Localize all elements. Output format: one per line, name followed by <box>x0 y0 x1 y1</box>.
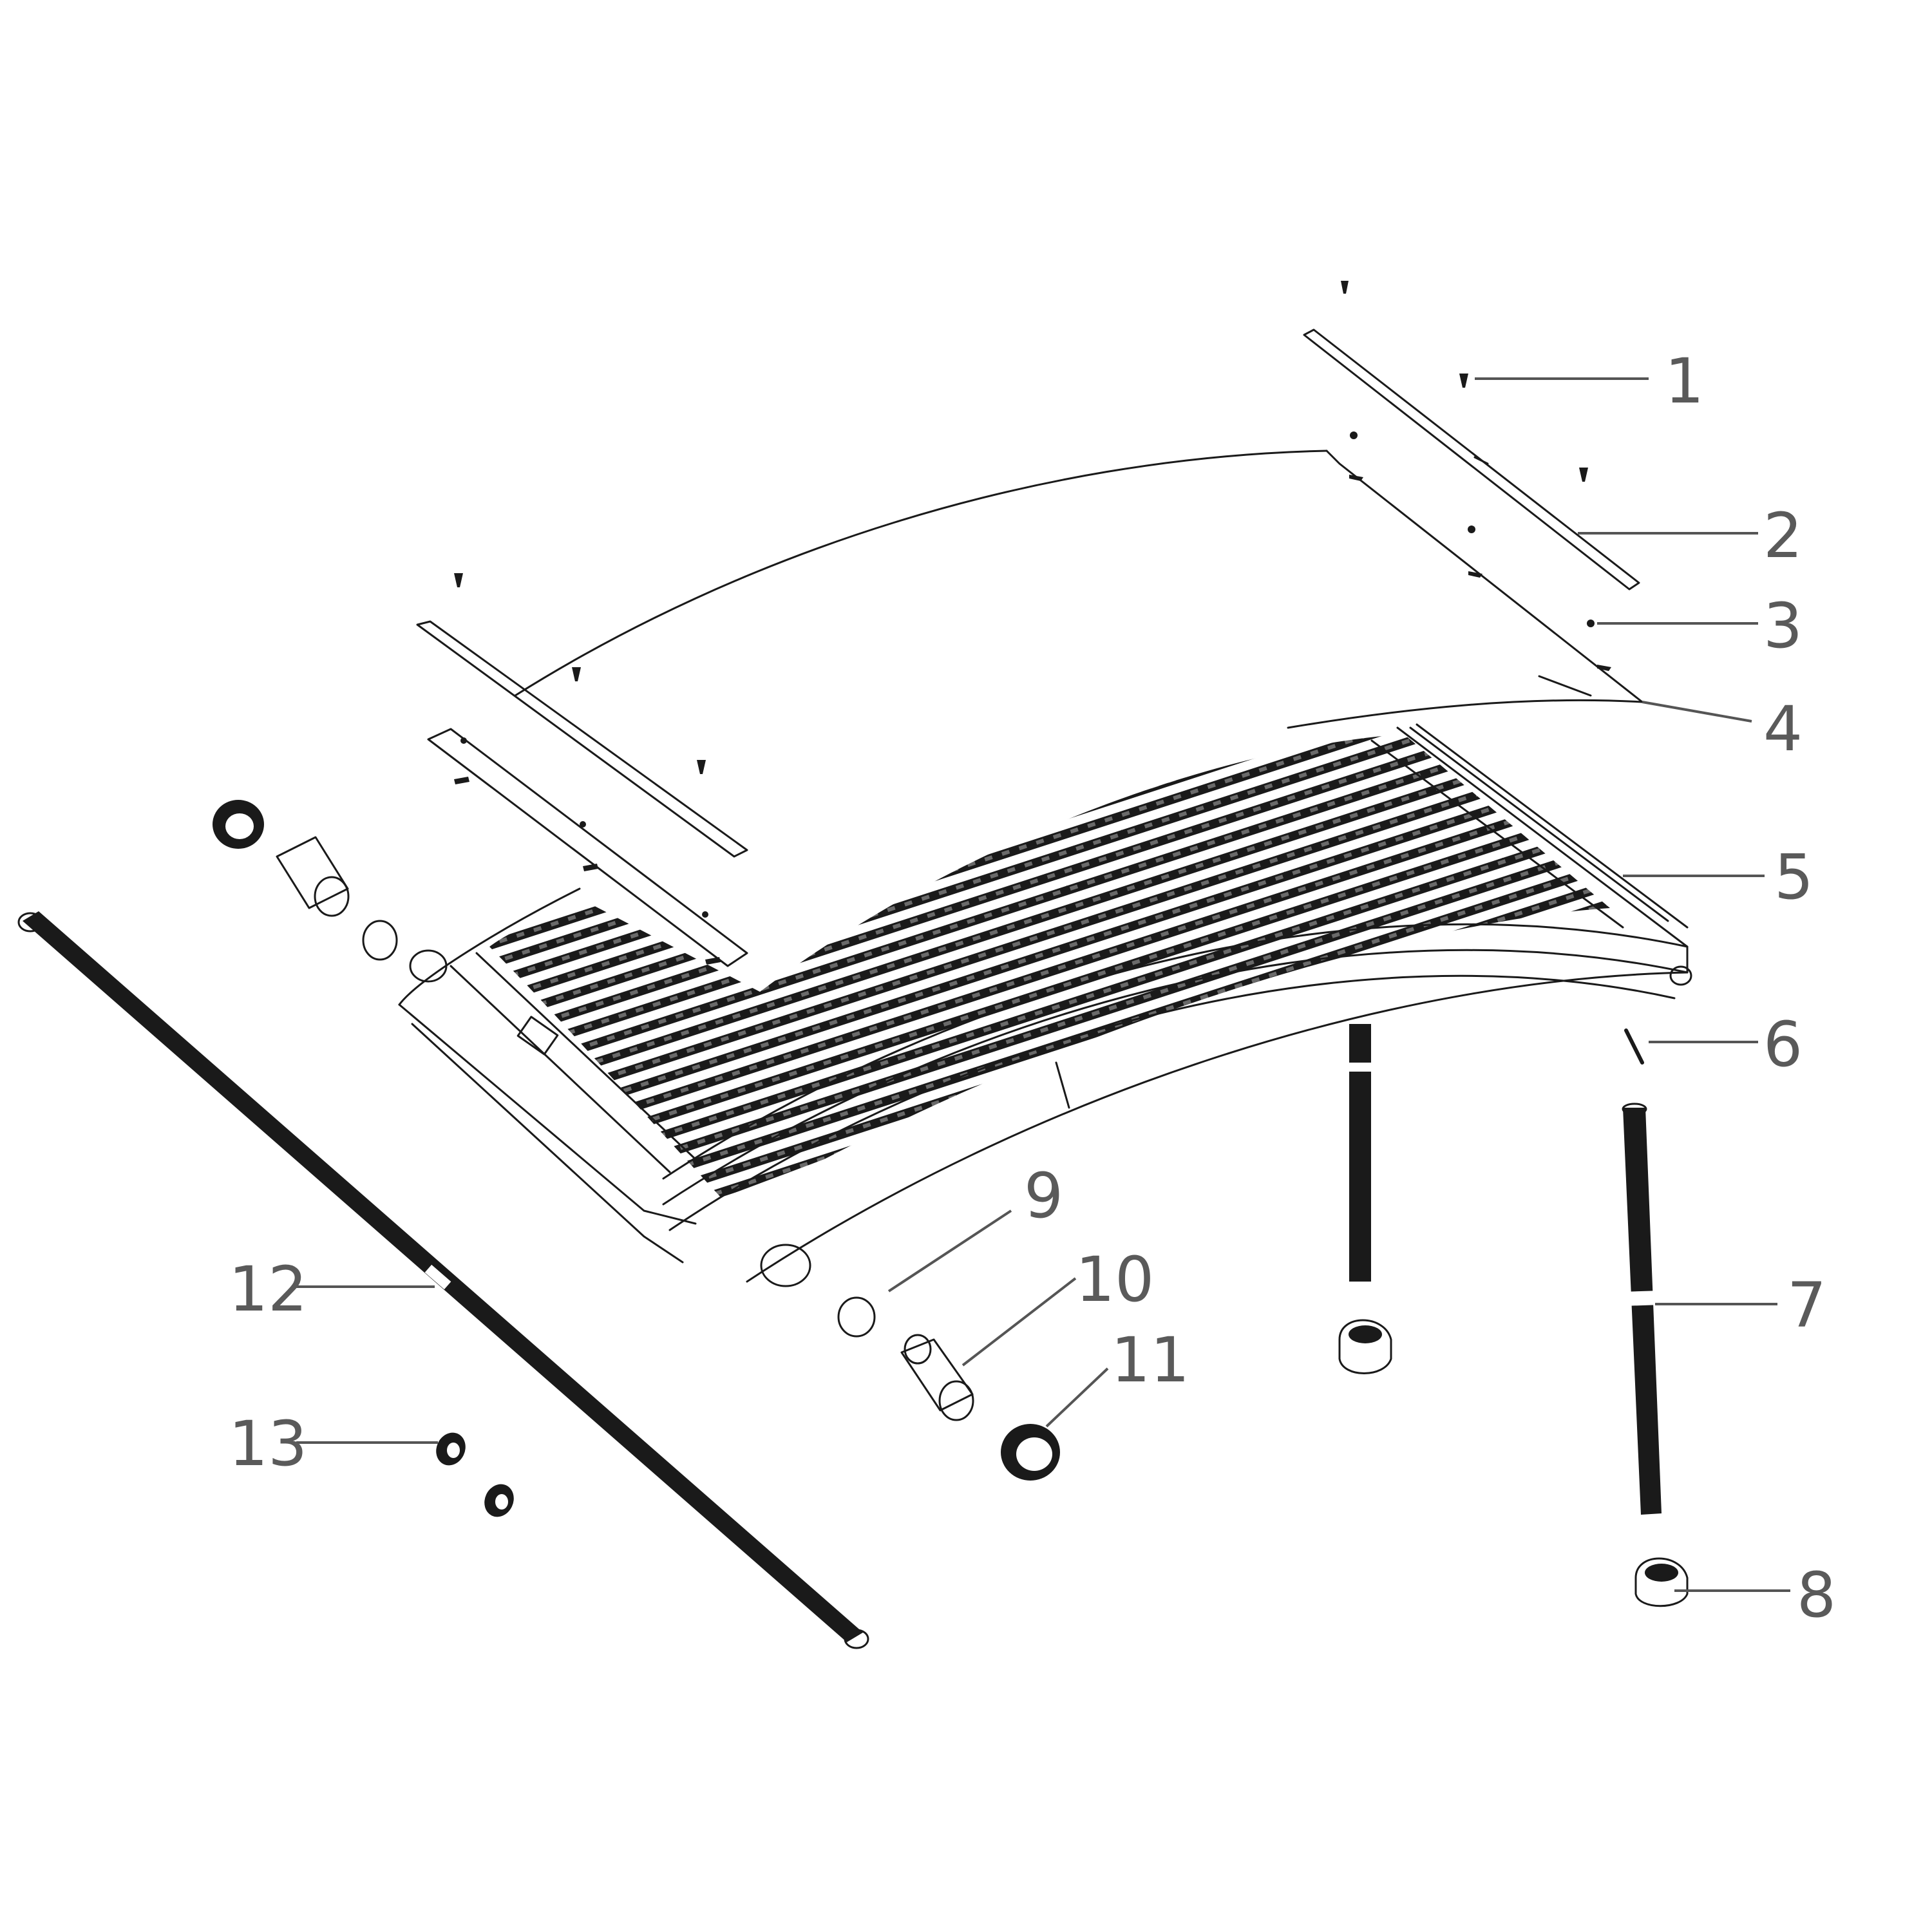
o-ring <box>837 1296 876 1338</box>
callout-7: 7 <box>1787 1269 1826 1341</box>
callout-13: 13 <box>229 1408 307 1480</box>
left-clamp-strip <box>416 573 748 967</box>
callout-4: 4 <box>1763 693 1803 765</box>
pin <box>1624 1028 1644 1065</box>
callout-labels: 1 2 3 4 5 6 7 8 9 10 11 12 13 <box>229 345 1836 1631</box>
callout-1: 1 <box>1665 345 1704 417</box>
connector-tube <box>900 1334 974 1421</box>
solar-panel-body <box>398 723 1692 1287</box>
left-fittings <box>213 800 398 961</box>
support-rod <box>17 911 869 1649</box>
leader-lines <box>296 377 1790 1592</box>
callout-5: 5 <box>1774 841 1814 913</box>
callout-9: 9 <box>1024 1160 1063 1232</box>
callout-11: 11 <box>1111 1324 1189 1396</box>
foot-cap <box>1634 1557 1689 1607</box>
threaded-leg <box>1622 1103 1662 1515</box>
right-screws <box>1341 281 1611 671</box>
cover-sheet <box>514 450 1643 729</box>
center-leg <box>1338 1024 1392 1374</box>
callout-8: 8 <box>1797 1559 1836 1631</box>
right-clamp-strip <box>1303 328 1640 591</box>
callout-10: 10 <box>1075 1244 1154 1316</box>
small-nuts <box>436 1432 514 1517</box>
threaded-nut-ring <box>1001 1424 1060 1481</box>
callout-3: 3 <box>1763 590 1803 662</box>
callout-12: 12 <box>229 1253 307 1325</box>
callout-6: 6 <box>1763 1009 1803 1081</box>
callout-2: 2 <box>1763 500 1803 572</box>
